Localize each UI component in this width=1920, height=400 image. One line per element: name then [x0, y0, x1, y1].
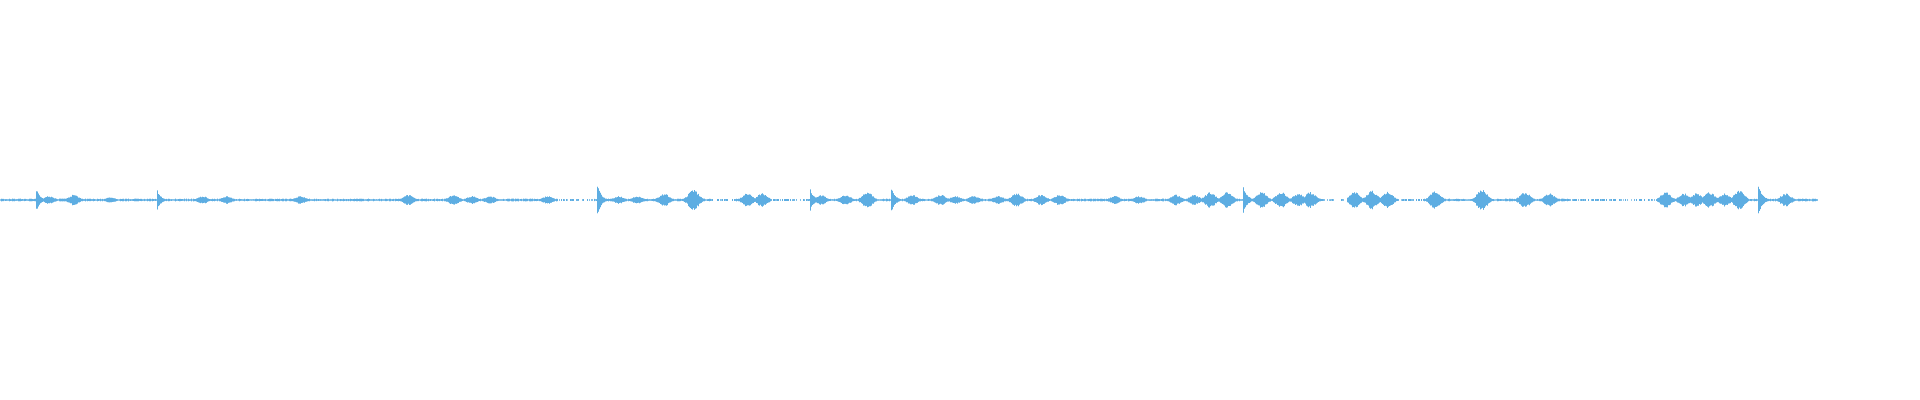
waveform-path: [0, 186, 1818, 214]
